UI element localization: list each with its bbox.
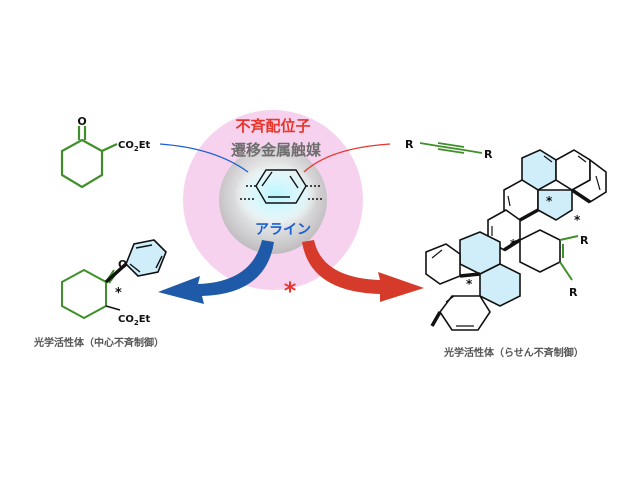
right-arrow	[302, 240, 424, 302]
helicene-r2: R	[569, 286, 578, 299]
helicene-stereo-2: *	[574, 213, 581, 227]
ketoester-reagent	[60, 126, 118, 189]
ligand-label: 不斉配位子	[235, 117, 310, 135]
alkyne-r1: R	[405, 138, 414, 151]
alkyne-r2: R	[484, 148, 493, 161]
left-product-ester-label: CO2Et	[118, 314, 151, 327]
alkyne-reagent	[419, 142, 483, 154]
helicene-stereo-4: *	[466, 277, 473, 291]
left-product-o-label: O	[118, 258, 127, 271]
chiral-asterisk: *	[284, 277, 297, 305]
helicene-bold-edges	[430, 188, 591, 327]
catalyst-label: 遷移金属触媒	[231, 141, 322, 159]
left-product-caption: 光学活性体（中心不斉制御）	[33, 336, 164, 349]
helicene-r1: R	[580, 234, 589, 247]
ketoester-o-label: O	[77, 115, 86, 128]
left-arrow	[158, 240, 274, 304]
left-product-structure	[61, 239, 167, 320]
aryne-glow	[234, 163, 318, 227]
right-product-caption: 光学活性体（らせん不斉制御）	[443, 346, 584, 359]
helicene-stereo-1: *	[546, 194, 553, 208]
helicene-stereo-3: *	[510, 237, 517, 251]
ketoester-ester-label: CO2Et	[118, 140, 151, 153]
aryne-structure	[240, 169, 322, 204]
helicene-r-bonds	[559, 235, 579, 281]
helicene-double-bonds	[431, 155, 601, 327]
right-connector-line	[303, 143, 391, 173]
left-connector-line	[159, 143, 249, 173]
left-product-stereocenter: *	[115, 286, 122, 301]
aryne-label: アライン	[255, 222, 311, 238]
